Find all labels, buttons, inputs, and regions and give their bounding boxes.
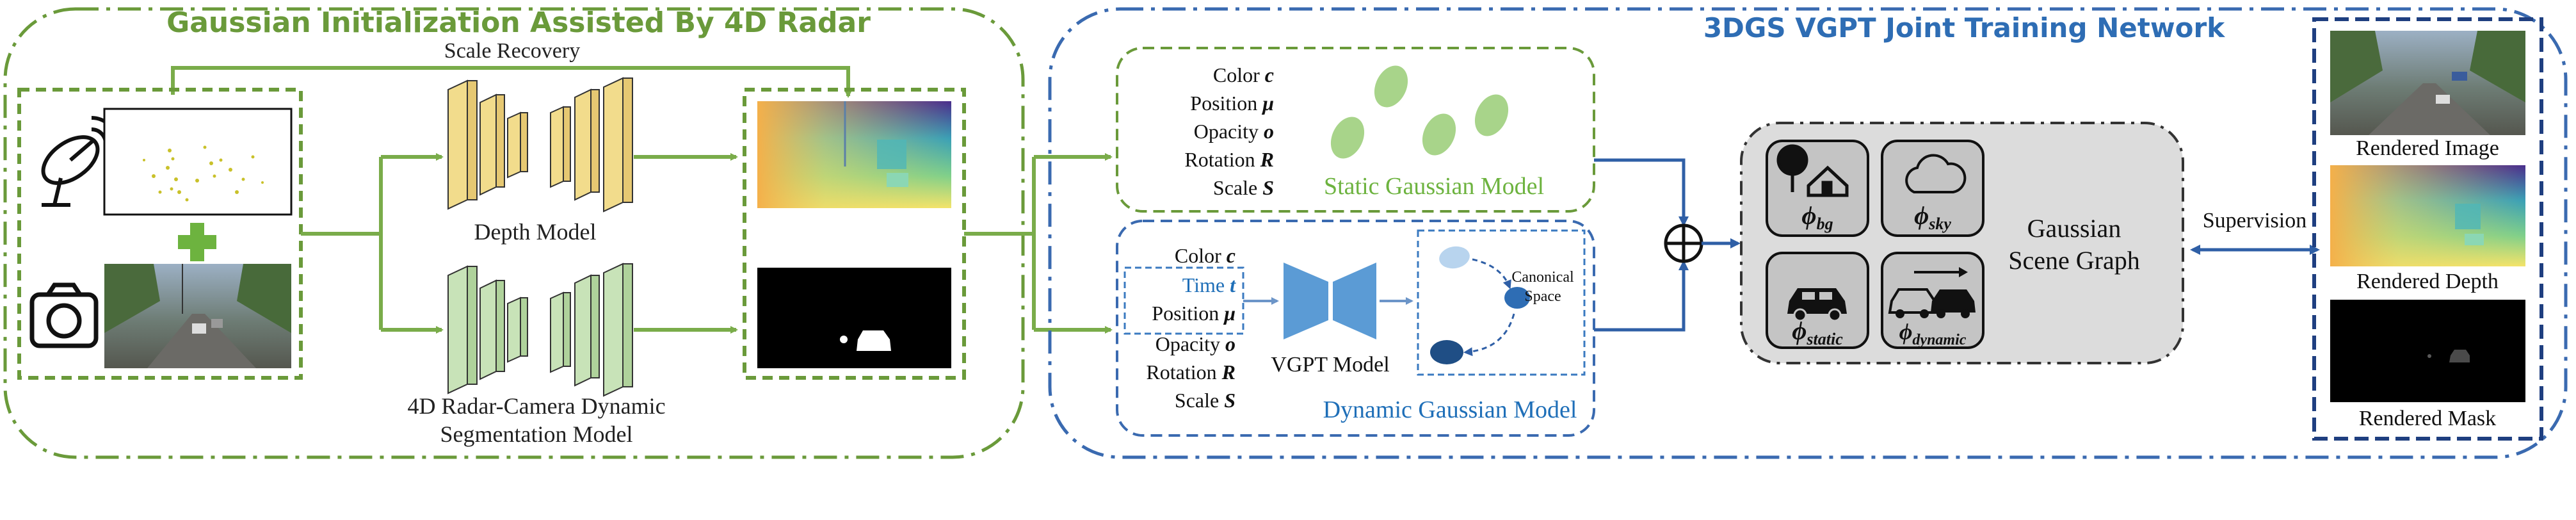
canonical-gaussian-2 xyxy=(1504,287,1530,309)
rendered-image-label: Rendered Image xyxy=(2356,136,2499,160)
combine-plus-icon xyxy=(1664,223,1703,263)
canonical-space-box xyxy=(1417,229,1586,376)
moving-cars-icon xyxy=(1888,267,1976,318)
canonical-gaussian-3 xyxy=(1430,340,1463,364)
depth-map-image xyxy=(757,101,951,208)
svg-text:Scale S: Scale S xyxy=(1213,176,1274,199)
plus-icon xyxy=(178,223,216,261)
svg-text:Opacity o: Opacity o xyxy=(1194,120,1274,143)
dynamic-merge-line xyxy=(1594,260,1689,332)
canonical-arrow-1 xyxy=(1472,258,1511,289)
rendered-depth xyxy=(2330,165,2525,266)
dynamic-attribute-list: Color c Time t Position μ Opacity o Rota… xyxy=(1146,244,1236,412)
dynamic-mask-image xyxy=(757,268,951,368)
supervision-label: Supervision xyxy=(2203,209,2306,232)
cloud-icon xyxy=(1905,154,1967,193)
init-output-box xyxy=(743,88,966,380)
rendered-image xyxy=(2330,31,2525,135)
radar-points xyxy=(143,145,264,202)
scene-graph-label-2: Scene Graph xyxy=(2008,246,2139,275)
camera-image xyxy=(104,264,291,368)
car-icon xyxy=(1787,288,1847,322)
svg-text:Color c: Color c xyxy=(1213,63,1274,86)
node-static: ϕstatic xyxy=(1766,252,1869,349)
camera-icon xyxy=(29,282,99,348)
depth-model-block xyxy=(447,77,633,213)
depth-model-label: Depth Model xyxy=(474,219,597,245)
rendered-depth-label: Rendered Depth xyxy=(2356,270,2499,293)
rendered-mask xyxy=(2330,300,2525,402)
radar-point-cloud xyxy=(103,108,293,216)
seg-model-label-2: Segmentation Model xyxy=(440,421,633,447)
scale-recovery-label: Scale Recovery xyxy=(444,39,580,63)
node-bg: ϕbg xyxy=(1766,140,1869,237)
svg-text:Scale S: Scale S xyxy=(1175,389,1236,412)
svg-text:ϕsky: ϕsky xyxy=(1914,201,1951,233)
static-attribute-list: Color c Position μ Opacity o Rotation R … xyxy=(1184,63,1274,199)
svg-text:ϕbg: ϕbg xyxy=(1801,201,1833,233)
right-panel-frame xyxy=(1048,7,2568,459)
scene-graph-label-1: Gaussian xyxy=(2027,214,2121,243)
svg-text:Position μ: Position μ xyxy=(1152,302,1236,325)
static-model-label: Static Gaussian Model xyxy=(1324,173,1544,200)
svg-text:Time t: Time t xyxy=(1182,273,1236,297)
node-dynamic: ϕdynamic xyxy=(1881,252,1984,349)
svg-text:ϕstatic: ϕstatic xyxy=(1792,316,1843,348)
svg-text:Color c: Color c xyxy=(1175,244,1236,267)
left-panel-title: Gaussian Initialization Assisted By 4D R… xyxy=(166,6,871,39)
static-gaussians xyxy=(1330,65,1509,159)
canonical-gaussian-1 xyxy=(1439,246,1470,269)
svg-text:Opacity o: Opacity o xyxy=(1155,332,1236,355)
canonical-label-1: Canonical xyxy=(1511,269,1574,286)
vgpt-model-block xyxy=(1284,263,1376,339)
rendered-mask-label: Rendered Mask xyxy=(2359,407,2496,430)
svg-text:Rotation R: Rotation R xyxy=(1184,148,1274,171)
svg-text:ϕdynamic: ϕdynamic xyxy=(1899,319,1967,348)
dynamic-model-label: Dynamic Gaussian Model xyxy=(1323,396,1577,423)
scale-recovery-arrow xyxy=(171,66,852,98)
vgpt-model-label: VGPT Model xyxy=(1271,353,1389,377)
rendered-outputs-box xyxy=(2312,17,2543,441)
node-sky: ϕsky xyxy=(1881,140,1984,237)
static-model-box xyxy=(1116,47,1595,213)
svg-text:Rotation R: Rotation R xyxy=(1146,361,1236,384)
static-merge-line xyxy=(1594,158,1689,227)
canonical-label-2: Space xyxy=(1524,288,1561,305)
seg-model-block xyxy=(447,263,633,397)
svg-text:Position μ: Position μ xyxy=(1190,92,1274,115)
tree-house-icon xyxy=(1776,144,1849,197)
canonical-arrow-2 xyxy=(1463,313,1515,357)
right-panel-title: 3DGS VGPT Joint Training Network xyxy=(1703,12,2225,44)
seg-model-label-1: 4D Radar-Camera Dynamic xyxy=(407,393,665,419)
